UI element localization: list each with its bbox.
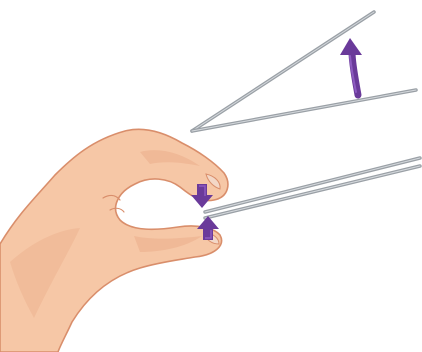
hand-pinch-icon [0, 129, 228, 352]
curved-up-arrow-icon [340, 38, 362, 95]
open-chopsticks-icon [192, 12, 416, 131]
closed-chopsticks-icon [205, 158, 420, 218]
